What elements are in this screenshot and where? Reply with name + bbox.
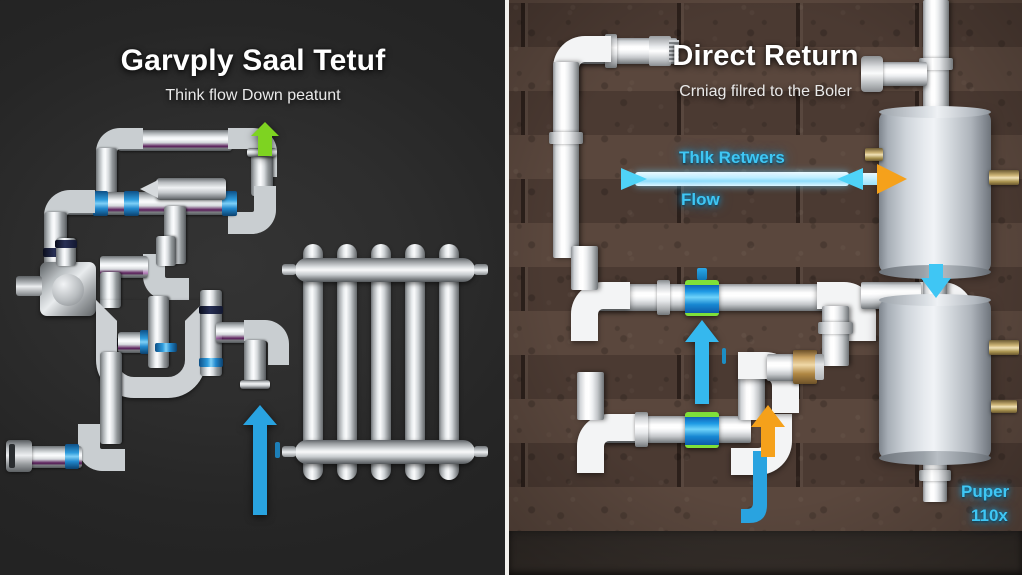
ring-blue-rightlower: [199, 358, 223, 367]
flow-arrow-orange: [877, 164, 907, 194]
blue-up-arrow: [243, 405, 277, 515]
radiator-fin: [303, 244, 323, 480]
elbow-outlet-bottom: [228, 186, 276, 234]
upper-tank-port-left: [865, 148, 883, 161]
radiator-fin: [371, 244, 391, 480]
lower-tank-port-right-upper: [989, 340, 1019, 355]
right-title-block: Direct Return Crniag filred to the Boler: [509, 40, 1022, 101]
pipe-lower-left-v: [100, 352, 122, 444]
left-title-block: Garvply Saal Tetuf Think flow Down peatu…: [0, 44, 506, 105]
pvc-coupler-upper-right: [818, 322, 853, 334]
left-panel-subtitle: Think flow Down peatunt: [165, 87, 341, 104]
radiator-nub-bottom-left: [282, 446, 296, 457]
brass-fitting: [793, 350, 817, 384]
pvc-coupler-tank-feed: [919, 58, 953, 70]
pvc-top-left-spigot: [649, 36, 671, 66]
radiator-fin: [405, 244, 425, 480]
brass-fitting-cap: [815, 354, 824, 380]
valve-collar-lower: [685, 412, 719, 448]
lower-boiler-tank: [879, 294, 991, 465]
elbow-right-spout: [244, 320, 289, 365]
collar-right-spout: [240, 380, 270, 389]
elbow-lower-left: [78, 424, 125, 471]
radiator-bottom-header: [295, 440, 475, 464]
ring-blue-stub: [155, 343, 177, 352]
upper-tank-port-right: [989, 170, 1019, 185]
ring-blue-mid-1: [93, 191, 108, 216]
radiator-fin: [337, 244, 357, 480]
radiator-nub-top-right: [474, 264, 488, 275]
pvc-lower-mid-left-v: [577, 372, 604, 420]
pvc-upper-mid-horizontal: [597, 284, 843, 311]
radiator-fin: [439, 244, 459, 480]
pvc-elbow-lower-mid-left: [577, 414, 636, 473]
pvc-coupler-below-tank: [919, 470, 951, 481]
pvc-coupler-left-riser: [549, 132, 583, 144]
pipe-upper-left-down: [96, 148, 117, 204]
pipe-center-lower-v: [148, 296, 169, 368]
thlk-retwers-label: Thlk Retwers: [679, 148, 785, 167]
pvc-top-left-threads: [669, 40, 679, 62]
flow-label: Flow: [681, 190, 720, 209]
ring-blue-hose: [65, 444, 79, 469]
valve-meter-dial: [52, 274, 84, 306]
panel-divider: [505, 0, 509, 575]
puper-value: 110x: [971, 506, 1008, 525]
valve-collar-upper: [685, 280, 719, 316]
riser-arrow-blue: [685, 320, 719, 404]
lower-tank-bottom-cap: [879, 451, 991, 465]
right-panel-direct-return: Direct Return Crniag filred to the Boler: [509, 0, 1022, 575]
ring-dark-meter: [55, 240, 77, 248]
lower-tank-top-cap: [879, 294, 991, 306]
lower-tank-port-right-lower: [991, 400, 1017, 413]
pvc-upper-mid-left-v: [571, 246, 598, 290]
right-panel-title: Direct Return: [672, 40, 859, 72]
radiator-nub-top-left: [282, 264, 296, 275]
pvc-tank-feed-branch: [875, 62, 927, 86]
upper-tank-top-cap: [879, 106, 991, 118]
ring-dark-rightlower: [199, 306, 223, 314]
pvc-left-main-riser: [553, 62, 579, 258]
flow-band-upper: [635, 172, 849, 186]
flow-band-orange-link: [859, 173, 881, 185]
flow-arrow-left: [621, 168, 647, 190]
pvc-coupler-lower-mid: [635, 412, 648, 447]
tank-down-arrow: [921, 264, 951, 298]
riser-arrow-tick: [722, 348, 726, 364]
radiator-top-header: [295, 258, 475, 282]
pipe-right-spout-v: [244, 340, 266, 384]
ring-blue-mid-2: [124, 191, 139, 216]
inline-valve-body: [156, 178, 226, 200]
blue-arrow-tick: [275, 442, 280, 458]
pvc-elbow-upper-mid-left: [571, 282, 630, 341]
flow-arrow-mid: [837, 168, 863, 190]
pipe-trap-left-v: [100, 272, 121, 308]
pipe-upper-back-horizontal: [118, 130, 232, 151]
left-panel-title: Garvply Saal Tetuf: [120, 44, 386, 77]
riser-arrow-orange: [741, 405, 785, 523]
radiator-nub-bottom-right: [474, 446, 488, 457]
ring-dark-leftleg: [43, 248, 68, 257]
green-up-arrow: [251, 122, 279, 156]
puper-label: Puper: [961, 482, 1010, 501]
valve-meter-spindle: [16, 276, 42, 296]
pvc-upper-right-v: [822, 306, 849, 366]
inline-valve-taper: [140, 180, 158, 198]
hose-connector-bore: [9, 444, 15, 468]
pvc-brass-approach: [767, 354, 797, 381]
valve-stem-upper: [697, 268, 707, 280]
radiator: [282, 244, 488, 480]
floor-strip: [509, 531, 1022, 575]
left-panel-gravity-system: Garvply Saal Tetuf Think flow Down peatu…: [0, 0, 506, 575]
pipe-right-spout-h: [216, 322, 250, 343]
pipe-stub-vertical: [156, 236, 176, 266]
pvc-coupler-upper-mid: [657, 280, 670, 315]
upper-boiler-tank: [879, 106, 991, 279]
pipe-green-outlet-riser: [251, 152, 273, 196]
pvc-tank-feed-cap: [861, 56, 883, 92]
right-panel-subtitle: Crniag filred to the Boler: [679, 83, 852, 100]
